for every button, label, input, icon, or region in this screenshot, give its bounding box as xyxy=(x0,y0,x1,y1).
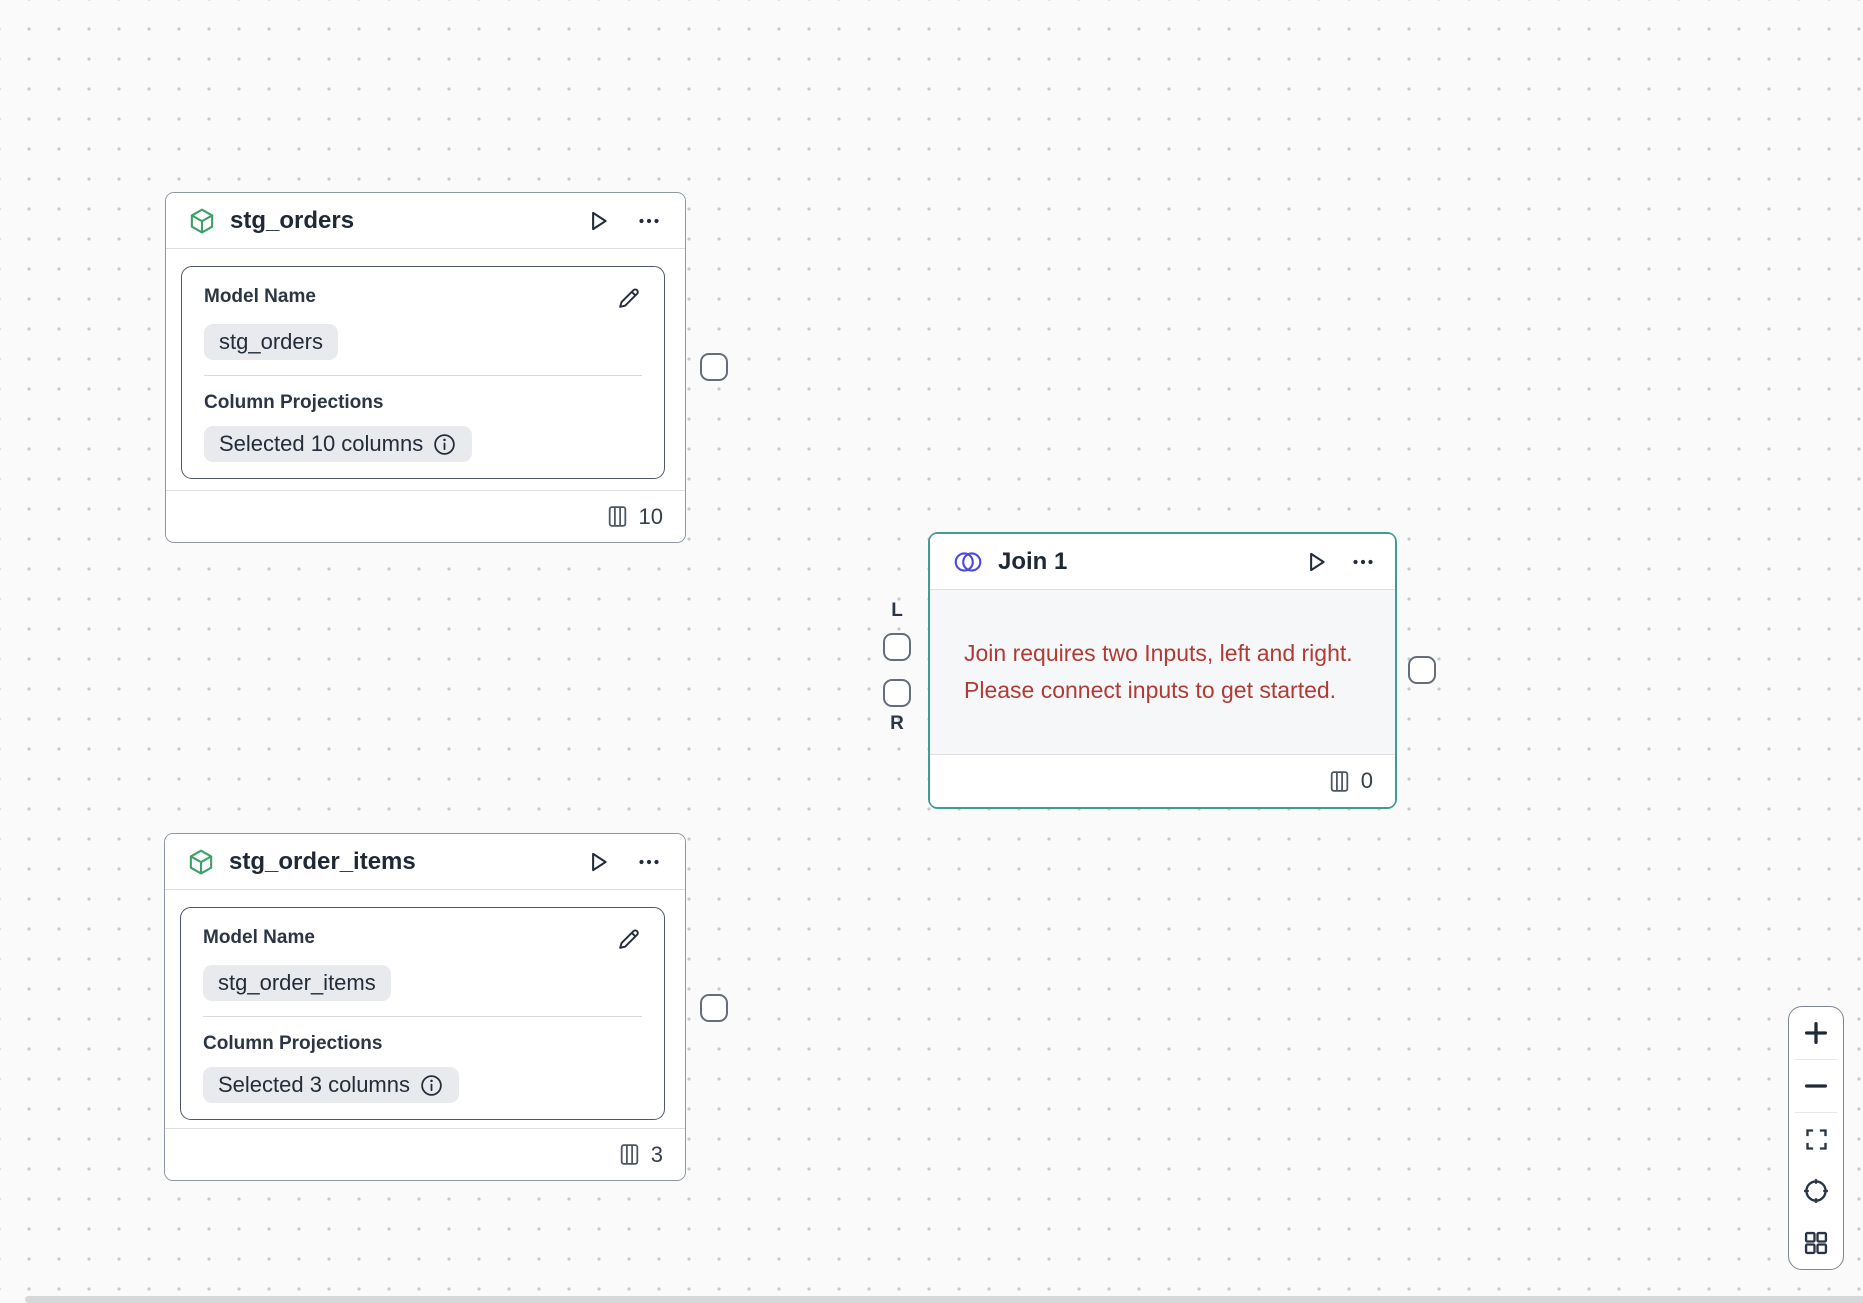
error-line-1: Join requires two Inputs, left and right… xyxy=(964,640,1353,666)
error-line-2: Please connect inputs to get started. xyxy=(964,677,1337,703)
node-header[interactable]: stg_orders xyxy=(166,193,685,249)
node-title: stg_order_items xyxy=(229,847,416,875)
edit-button[interactable] xyxy=(615,285,642,312)
node-body: Model Name stg_order_items Column Projec… xyxy=(165,890,685,1128)
edit-button[interactable] xyxy=(615,926,642,953)
card-divider xyxy=(204,375,642,376)
node-join-1[interactable]: Join 1 Join requires two Inputs, left an… xyxy=(928,532,1397,809)
column-projections-label: Column Projections xyxy=(203,1033,383,1054)
plus-icon xyxy=(1805,1022,1827,1044)
run-button[interactable] xyxy=(585,849,611,875)
run-button[interactable] xyxy=(1303,549,1329,575)
join-error-message: Join requires two Inputs, left and right… xyxy=(930,590,1395,754)
column-count: 0 xyxy=(1360,768,1373,793)
node-footer: 0 xyxy=(930,754,1395,807)
columns-icon xyxy=(620,1144,638,1165)
node-title: Join 1 xyxy=(998,547,1068,575)
play-icon xyxy=(592,211,607,230)
locate-button[interactable] xyxy=(1789,1165,1843,1217)
join-output-port[interactable] xyxy=(1408,656,1436,684)
minus-icon xyxy=(1805,1084,1827,1088)
locate-icon xyxy=(1804,1179,1828,1203)
zoom-out-button[interactable] xyxy=(1789,1060,1843,1112)
pencil-icon xyxy=(619,288,639,308)
stg-order-items-output-port[interactable] xyxy=(700,994,728,1022)
join-right-input-port[interactable] xyxy=(883,679,911,707)
node-stg-order-items[interactable]: stg_order_items Model Name xyxy=(164,833,686,1181)
run-button[interactable] xyxy=(585,208,611,234)
play-icon xyxy=(592,852,607,871)
overview-button[interactable] xyxy=(1789,1217,1843,1269)
column-count: 10 xyxy=(638,503,663,529)
join-right-port-label: R xyxy=(890,713,904,734)
info-circle-icon[interactable] xyxy=(432,432,457,457)
model-name-label: Model Name xyxy=(204,286,316,307)
columns-icon xyxy=(608,506,626,527)
node-title: stg_orders xyxy=(230,206,355,234)
node-footer: 3 xyxy=(165,1128,685,1180)
join-left-input-port[interactable] xyxy=(883,633,911,661)
more-options-button[interactable] xyxy=(637,850,661,874)
header-actions xyxy=(585,849,661,875)
column-projections-chip[interactable]: Selected 10 columns xyxy=(204,426,473,462)
node-header[interactable]: stg_order_items xyxy=(165,834,685,890)
more-options-button[interactable] xyxy=(637,209,661,233)
header-actions xyxy=(1303,549,1375,575)
node-body: Model Name stg_orders Column Projections… xyxy=(166,249,685,490)
config-card: Model Name stg_order_items Column Projec… xyxy=(180,907,665,1120)
cube-icon xyxy=(187,848,215,876)
ellipsis-icon xyxy=(1353,559,1373,564)
model-name-chip[interactable]: stg_orders xyxy=(204,324,338,360)
horizontal-scrollbar[interactable] xyxy=(25,1296,1863,1303)
fit-view-icon xyxy=(1805,1128,1827,1150)
node-header[interactable]: Join 1 xyxy=(930,534,1395,590)
join-left-port-label: L xyxy=(891,600,903,621)
header-actions xyxy=(585,208,661,234)
play-icon xyxy=(1310,552,1325,571)
fit-view-button[interactable] xyxy=(1789,1113,1843,1165)
columns-icon xyxy=(1330,770,1348,792)
panel-divider xyxy=(1795,1059,1837,1060)
column-projections-chip[interactable]: Selected 3 columns xyxy=(203,1067,459,1103)
more-options-button[interactable] xyxy=(1351,550,1375,574)
model-name-chip[interactable]: stg_order_items xyxy=(203,965,391,1001)
column-projections-value: Selected 3 columns xyxy=(218,1072,410,1097)
node-footer: 10 xyxy=(166,490,685,542)
panel-divider xyxy=(1795,1112,1837,1113)
ellipsis-icon xyxy=(639,218,659,223)
column-projections-value: Selected 10 columns xyxy=(219,431,424,456)
grid-icon xyxy=(1804,1231,1828,1255)
zoom-in-button[interactable] xyxy=(1789,1007,1843,1059)
column-projections-label: Column Projections xyxy=(204,392,384,413)
column-count: 3 xyxy=(650,1141,663,1167)
model-name-label: Model Name xyxy=(203,927,315,948)
card-divider xyxy=(203,1016,642,1017)
config-card: Model Name stg_orders Column Projections… xyxy=(181,266,665,479)
venn-icon xyxy=(952,549,984,575)
cube-icon xyxy=(188,207,216,235)
node-stg-orders[interactable]: stg_orders Model Name xyxy=(165,192,686,543)
zoom-controls-panel xyxy=(1788,1006,1844,1270)
pencil-icon xyxy=(619,929,639,949)
ellipsis-icon xyxy=(639,859,659,864)
info-circle-icon[interactable] xyxy=(419,1073,444,1098)
stg-orders-output-port[interactable] xyxy=(700,353,728,381)
